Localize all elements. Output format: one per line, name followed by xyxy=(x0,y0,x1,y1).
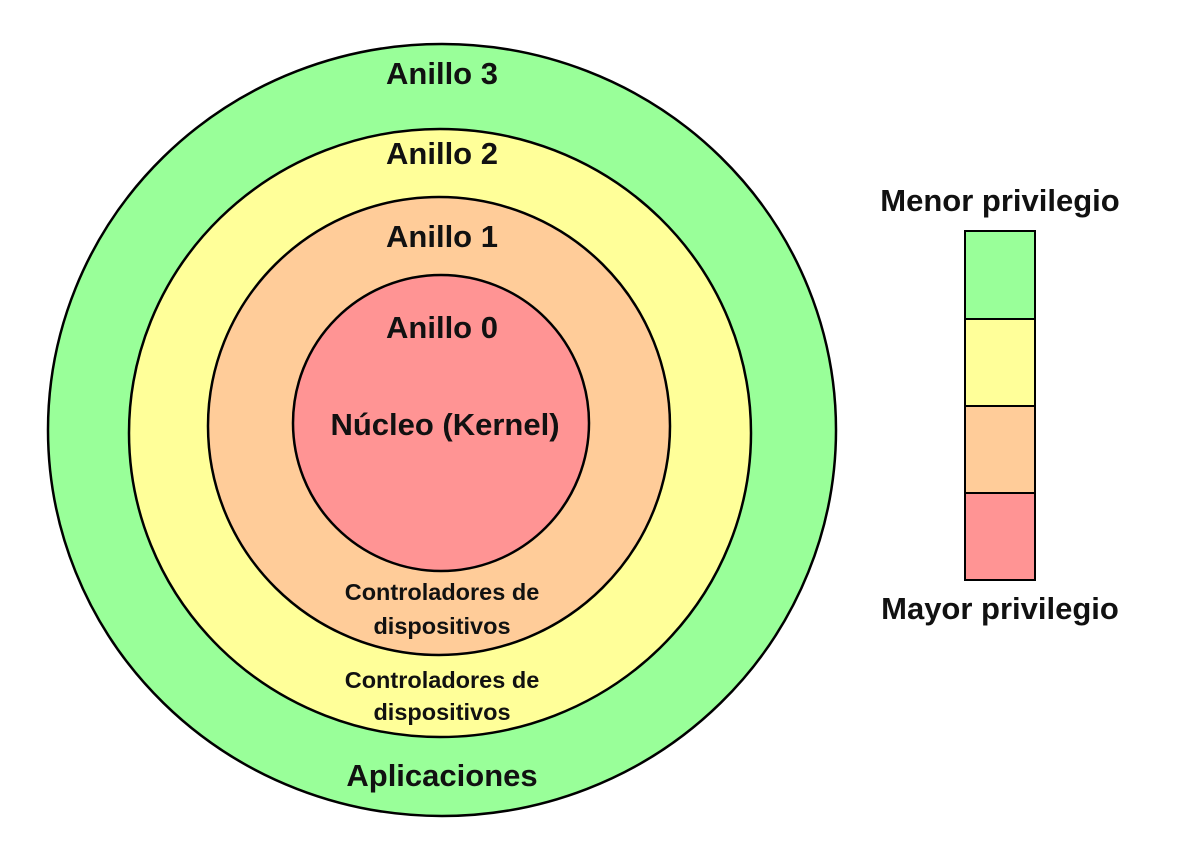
privilege-legend-bar xyxy=(964,230,1036,581)
ring-3-content: Aplicaciones xyxy=(346,758,537,793)
legend-swatch-ring-3 xyxy=(964,230,1036,320)
ring-0-label: Anillo 0 xyxy=(386,310,498,345)
legend-swatch-ring-0 xyxy=(964,492,1036,581)
legend-bottom-label: Mayor privilegio xyxy=(881,591,1119,626)
kernel-label: Núcleo (Kernel) xyxy=(330,407,559,442)
ring-1-content-line-2: dispositivos xyxy=(373,613,510,639)
ring-0 xyxy=(291,273,591,573)
ring-2-content-line-2: dispositivos xyxy=(373,699,510,725)
legend-top-label: Menor privilegio xyxy=(880,183,1119,218)
legend-swatch-ring-1 xyxy=(964,405,1036,494)
ring-1-label: Anillo 1 xyxy=(386,219,498,254)
ring-2-label: Anillo 2 xyxy=(386,136,498,171)
ring-3-label: Anillo 3 xyxy=(386,56,498,91)
ring-2-content-line-1: Controladores de xyxy=(345,667,540,693)
legend-swatch-ring-2 xyxy=(964,318,1036,407)
ring-1-content-line-1: Controladores de xyxy=(345,579,540,605)
